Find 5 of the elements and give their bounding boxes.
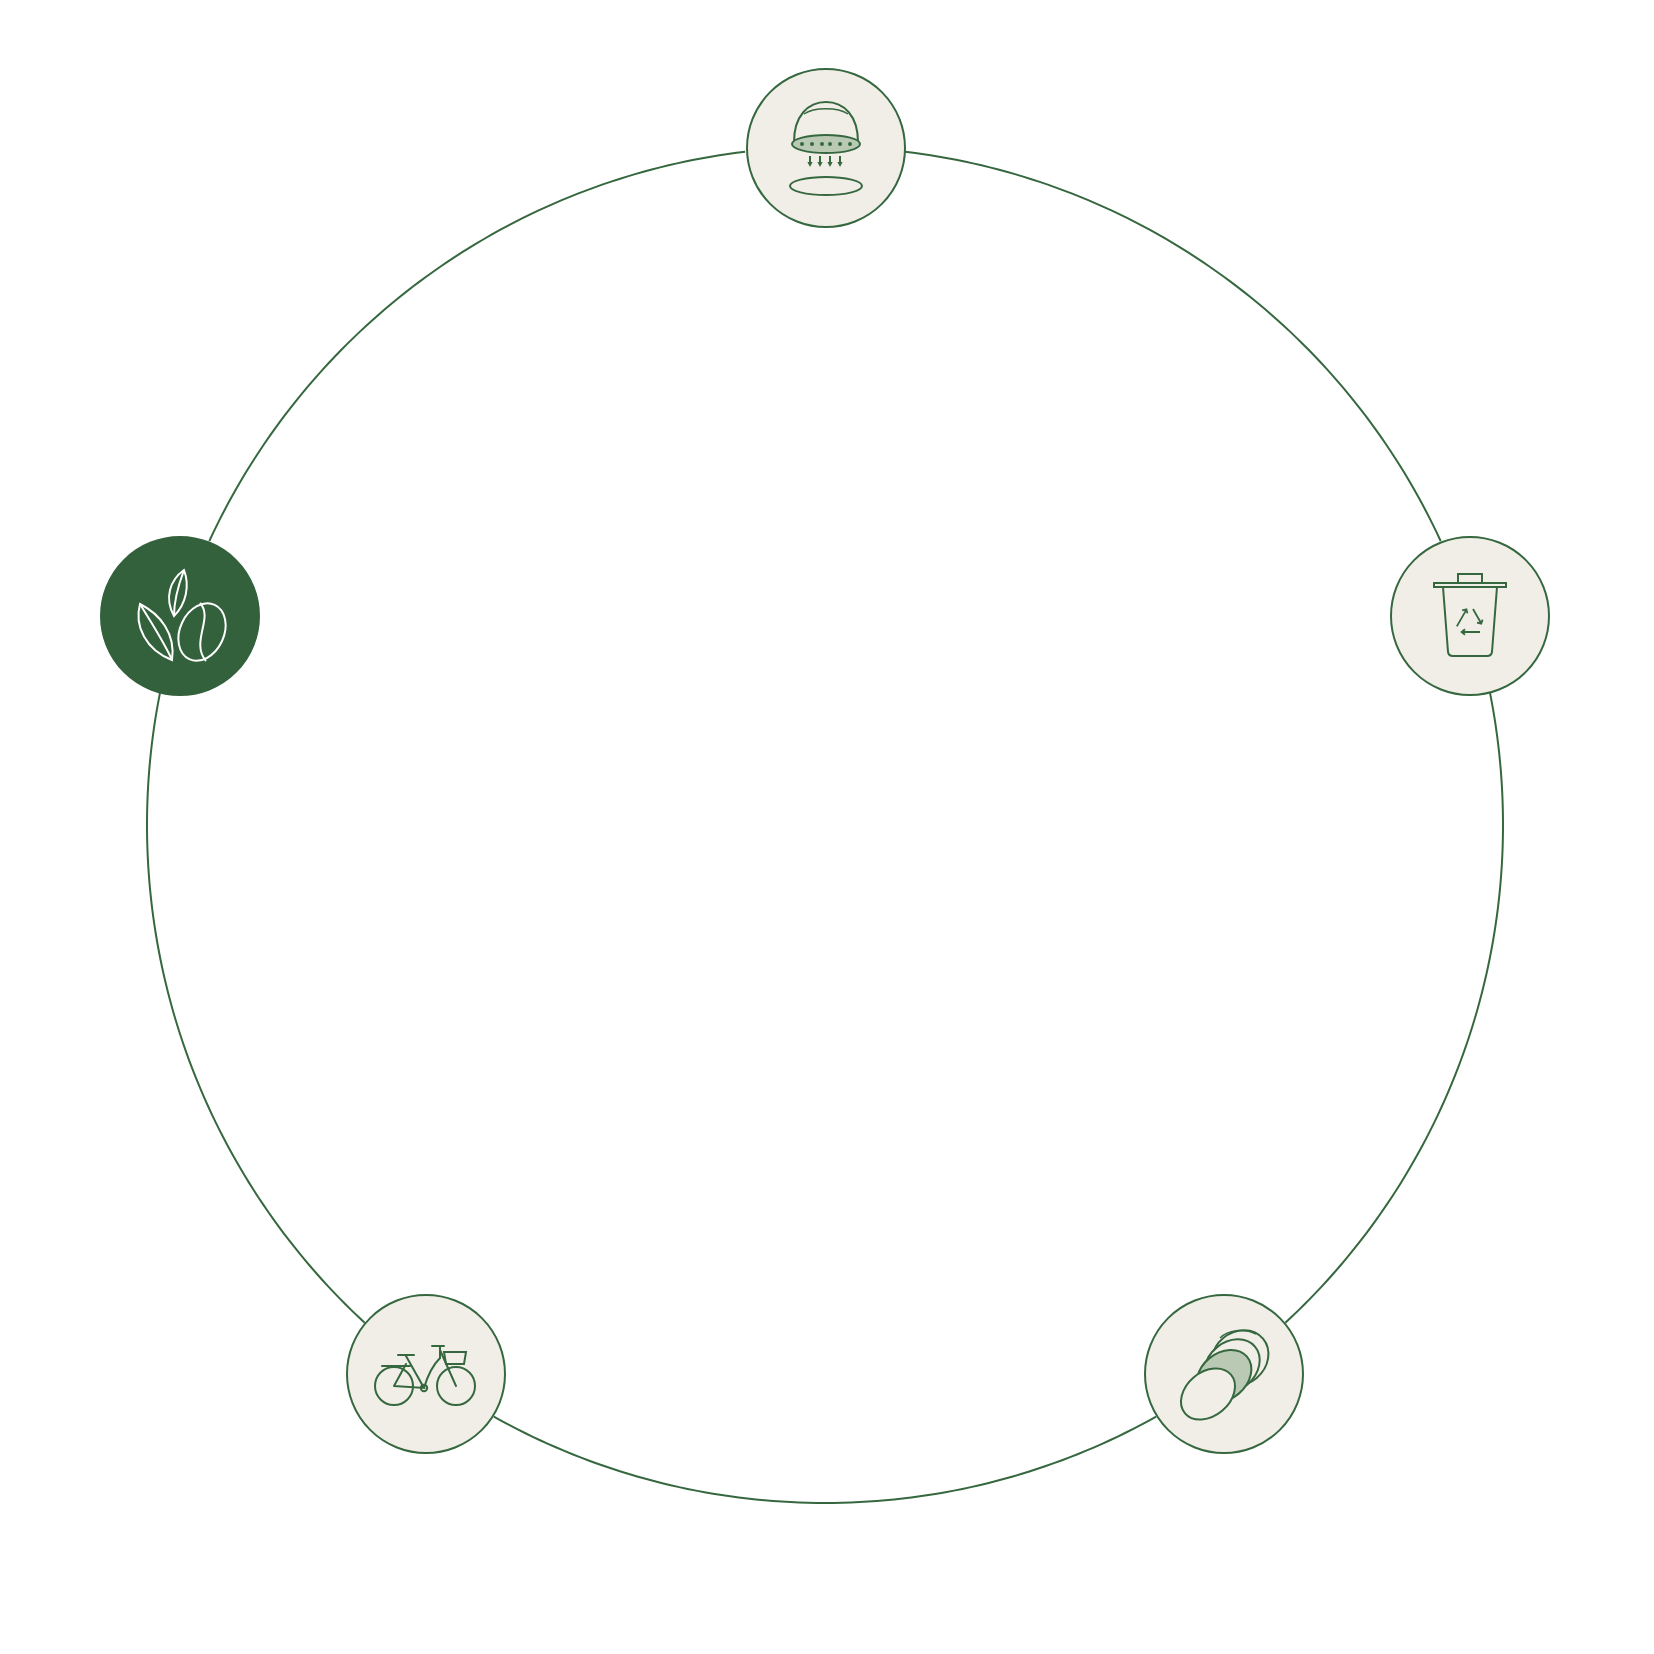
connector-arc: [146, 691, 366, 1324]
connector-arc: [208, 150, 747, 542]
connector-arc: [1284, 691, 1504, 1324]
connector-arc: [903, 150, 1442, 542]
connector-arc: [492, 1415, 1158, 1504]
